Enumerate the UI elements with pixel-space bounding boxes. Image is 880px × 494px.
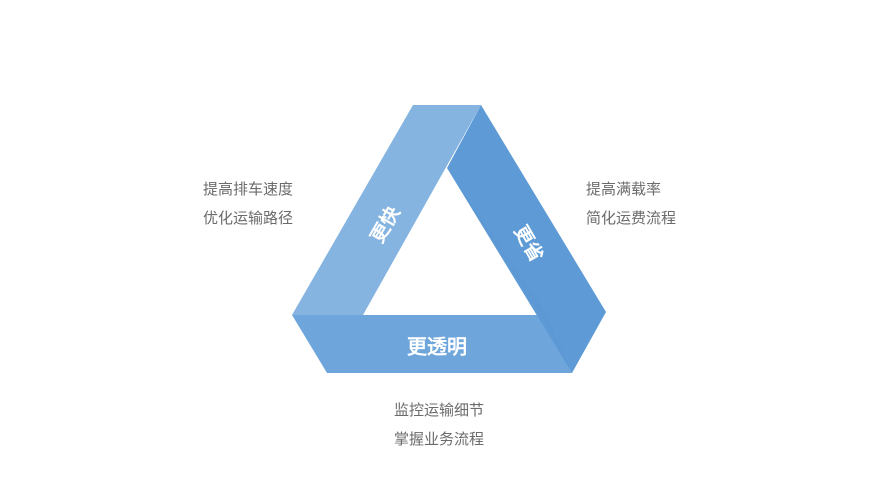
left-band: [292, 105, 481, 315]
right-band: [447, 105, 606, 373]
note-bottom: 监控运输细节 掌握业务流程: [394, 396, 484, 454]
note-right-line-2: 简化运费流程: [586, 209, 677, 227]
note-left-line-2: 优化运输路径: [203, 209, 294, 227]
bottom-band: [292, 315, 572, 373]
bottom-band-label: 更透明: [407, 335, 467, 359]
note-right-line-1: 提高满载率: [586, 180, 662, 198]
note-left: 提高排车速度 优化运输路径: [203, 175, 293, 233]
note-bottom-line-2: 掌握业务流程: [394, 430, 485, 448]
note-left-line-1: 提高排车速度: [203, 180, 294, 198]
note-bottom-line-1: 监控运输细节: [394, 401, 485, 419]
note-right: 提高满载率 简化运费流程: [586, 175, 676, 233]
